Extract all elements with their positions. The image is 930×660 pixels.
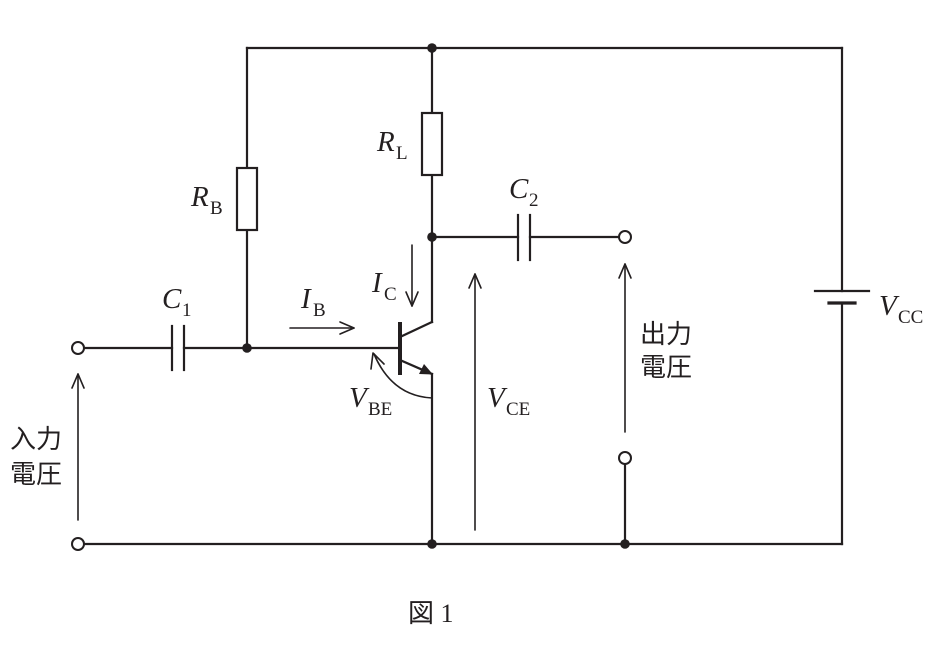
label-output-line2: 電圧 <box>640 353 692 383</box>
capacitor-c1 <box>170 324 186 372</box>
label-rb: RB <box>190 181 223 219</box>
input-terminal-bottom <box>71 537 85 551</box>
output-terminal-top <box>618 230 632 244</box>
battery-vcc <box>813 289 871 305</box>
junction-dot <box>620 539 630 549</box>
vce-arrow-icon <box>468 273 482 531</box>
label-rl: RL <box>376 126 408 164</box>
label-vce: VCE <box>487 382 530 420</box>
transistor-collector-lead <box>398 320 434 339</box>
label-input-line1: 入力 <box>10 425 62 455</box>
output-terminal-bottom <box>618 451 632 465</box>
junction-dot <box>427 232 437 242</box>
label-vbe: VBE <box>349 382 392 420</box>
transistor-emitter-arrow-icon <box>419 364 433 375</box>
resistor-rb <box>235 166 259 232</box>
ic-arrow-icon <box>405 244 419 307</box>
figure-caption: 図 1 <box>408 599 454 628</box>
resistor-rl <box>420 111 444 177</box>
capacitor-c2 <box>516 213 532 262</box>
vbe-curved-arrow-icon <box>370 352 433 399</box>
label-c1: C1 <box>162 283 192 321</box>
junction-dot <box>427 43 437 53</box>
input-voltage-arrow-icon <box>71 373 85 521</box>
output-voltage-arrow-icon <box>618 263 632 433</box>
junction-dot <box>242 343 252 353</box>
npn-transistor <box>398 320 434 376</box>
ib-arrow-icon <box>289 321 355 335</box>
label-input-line2: 電圧 <box>10 460 62 490</box>
junction-dot <box>427 539 437 549</box>
input-terminal-top <box>71 341 85 355</box>
label-vcc: VCC <box>879 290 923 328</box>
label-c2: C2 <box>509 173 539 211</box>
label-output-line1: 出力 <box>640 320 692 350</box>
